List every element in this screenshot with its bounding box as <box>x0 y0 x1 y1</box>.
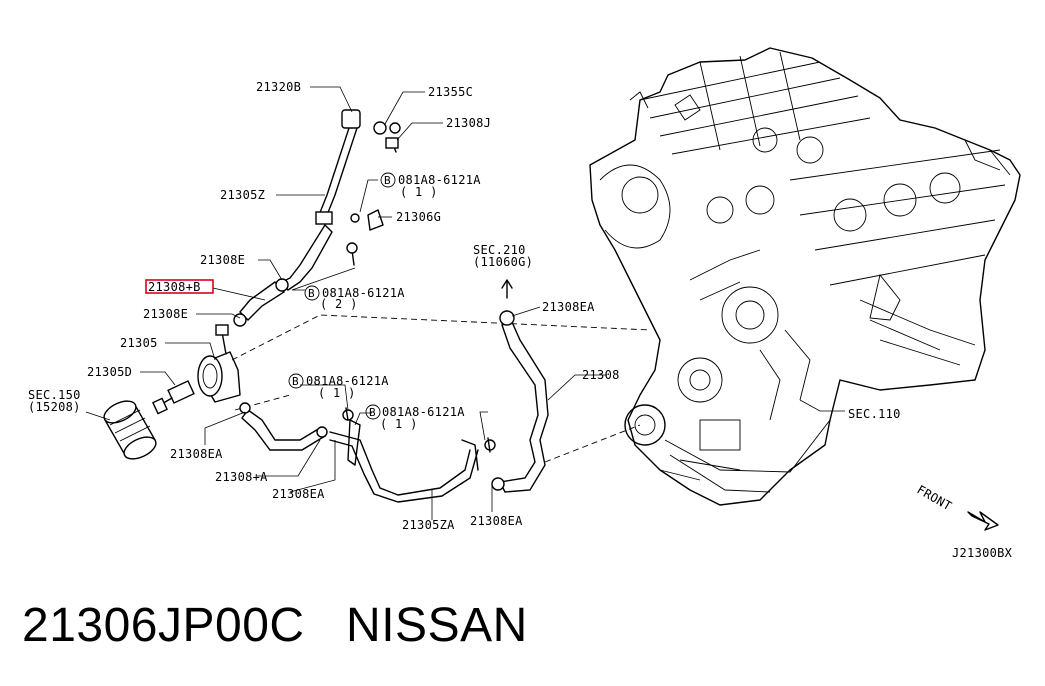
label-081A8-6121A-2: 081A8-6121A <box>322 286 405 300</box>
label-21308A: 21308+A <box>215 470 268 484</box>
label-sec150: SEC.150 <box>28 388 81 402</box>
label-qty-2: ( 2 ) <box>320 297 358 311</box>
label-sec110: SEC.110 <box>848 407 901 421</box>
dashed-connector-lower <box>544 424 641 463</box>
front-arrow <box>967 511 999 531</box>
label-qty-1c: ( 1 ) <box>380 417 418 431</box>
dashed-connector-upper <box>231 314 651 361</box>
label-081A8-6121A-4: 081A8-6121A <box>382 405 465 419</box>
callout-labels: 21320B 21355C 21308J 081A8-6121A ( 1 ) 2… <box>28 80 1013 560</box>
label-21320B: 21320B <box>256 80 301 94</box>
pipe-21305Z <box>315 109 401 266</box>
label-sec210: SEC.210 <box>473 243 526 257</box>
label-21305Z: 21305Z <box>220 188 265 202</box>
pipe-21305ZA <box>329 407 496 503</box>
part-number-caption: 21306JP00C NISSAN <box>22 599 528 652</box>
label-21308E-mid: 21308E <box>143 307 188 321</box>
bolt-marker-1: B <box>384 174 391 187</box>
hose-21308B <box>233 223 333 327</box>
label-front: FRONT <box>915 482 955 513</box>
label-21306G: 21306G <box>396 210 441 224</box>
hose-21308 <box>491 279 549 493</box>
label-sec150-sub: (15208) <box>28 400 81 414</box>
label-081A8-6121A-3: 081A8-6121A <box>306 374 389 388</box>
bolt-marker-3: B <box>292 375 299 388</box>
label-21355C: 21355C <box>428 85 473 99</box>
label-21308B: 21308+B <box>148 280 201 294</box>
engine-block-illustration <box>589 47 1021 506</box>
label-sec210-sub: (11060G) <box>473 255 533 269</box>
oil-cooler-21305 <box>197 324 241 403</box>
label-21308E-top: 21308E <box>200 253 245 267</box>
bolt-marker-icons: B B B B <box>288 172 396 420</box>
label-21308J: 21308J <box>446 116 491 130</box>
label-qty-1b: ( 1 ) <box>318 386 356 400</box>
label-diagram-code: J21300BX <box>952 546 1013 560</box>
bolt-marker-4: B <box>369 406 376 419</box>
label-qty-1a: ( 1 ) <box>400 185 438 199</box>
connector-21305D <box>152 380 195 415</box>
label-21308EA-bottom: 21308EA <box>470 514 523 528</box>
leader-lines <box>85 86 845 520</box>
label-21308EA-mid: 21308EA <box>272 487 325 501</box>
label-21305: 21305 <box>120 336 158 350</box>
label-21305ZA: 21305ZA <box>402 518 455 532</box>
label-21305D: 21305D <box>87 365 132 379</box>
parts-diagram: B B B B 21320B 21355C 21308J 081A8-6121A… <box>28 47 1021 560</box>
bolt-marker-2: B <box>308 287 315 300</box>
label-21308: 21308 <box>582 368 620 382</box>
oil-filter <box>103 400 157 460</box>
label-21308EA-left: 21308EA <box>170 447 223 461</box>
hose-21308A <box>239 402 328 451</box>
highlight-box <box>145 279 214 294</box>
label-081A8-6121A-1: 081A8-6121A <box>398 173 481 187</box>
label-21308EA-right: 21308EA <box>542 300 595 314</box>
